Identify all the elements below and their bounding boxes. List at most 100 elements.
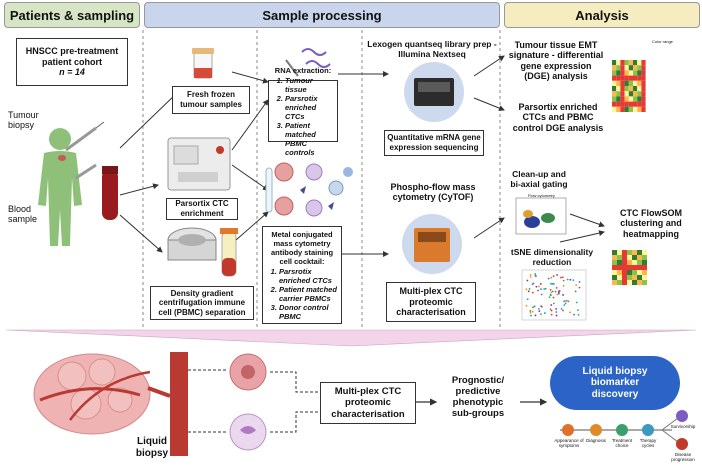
heatmap-cell xyxy=(622,260,627,265)
heatmap-cell xyxy=(617,255,622,260)
tsne-dot xyxy=(555,311,558,313)
cohort-line1: HNSCC pre-treatment xyxy=(25,45,119,56)
heatmap-cell xyxy=(633,101,638,107)
tsne-dot xyxy=(550,304,553,306)
heatmap-cell xyxy=(642,260,647,265)
heatmap-cell xyxy=(620,75,625,81)
heatmap-cell xyxy=(637,70,642,76)
heatmap-cell xyxy=(624,75,629,81)
tsne-dot xyxy=(550,282,552,285)
tsne-dot xyxy=(550,309,553,312)
heatmap-cell xyxy=(612,280,617,285)
heatmap-cell xyxy=(627,255,632,260)
heatmap-cell xyxy=(641,65,646,71)
heatmap-cell xyxy=(637,275,642,280)
tsne-dot xyxy=(555,307,557,310)
tsne-dot xyxy=(562,279,565,282)
tsne-dot xyxy=(556,274,558,276)
heatmap-cell xyxy=(637,80,642,86)
rna-item-2: Parsrotix enriched CTCs xyxy=(285,94,335,121)
tsne-dot xyxy=(551,290,554,293)
heatmap-cell xyxy=(622,255,627,260)
tsne-dot xyxy=(537,307,540,310)
tsne-dot xyxy=(552,296,555,299)
timeline-step-4: Therapy cycles xyxy=(639,438,657,449)
heatmap-cell xyxy=(632,275,637,280)
tsne-dot xyxy=(539,283,542,285)
tsne-dot xyxy=(526,279,529,282)
heatmap-cell xyxy=(620,60,625,66)
cohort-line2: patient cohort xyxy=(42,56,102,67)
heatmap-legend-label: Color range xyxy=(652,39,673,44)
tsne-dot xyxy=(577,313,580,316)
tsne-dot xyxy=(574,290,577,293)
heatmap-cell xyxy=(620,91,625,97)
tsne-dot xyxy=(549,288,552,291)
heatmap-cell xyxy=(632,260,637,265)
heatmap-cell xyxy=(628,80,633,86)
tsne-dot xyxy=(548,296,551,299)
tsne-dot xyxy=(532,282,535,285)
rna-extraction-title: RNA extraction: xyxy=(274,65,332,75)
heatmap-cell xyxy=(620,96,625,102)
heatmap-cell xyxy=(622,280,627,285)
heatmap-cell xyxy=(616,96,621,102)
tsne-dot xyxy=(544,287,547,290)
heatmap-cell xyxy=(637,91,642,97)
pbmc-tube-icon xyxy=(220,228,238,277)
blood-tube-icon xyxy=(102,166,118,220)
tsne-dot xyxy=(540,293,543,296)
heatmap-cell xyxy=(641,96,646,102)
tsne-dot xyxy=(555,314,558,317)
heatmap-cell xyxy=(612,91,617,97)
heatmap-cell xyxy=(642,250,647,255)
immune-cell-icon xyxy=(229,413,267,451)
heatmap-cell xyxy=(637,106,642,112)
blood-vessel-icon xyxy=(147,352,188,456)
tsne-dot xyxy=(537,289,539,292)
heatmap-cell xyxy=(616,75,621,81)
heatmap-cell xyxy=(641,75,646,81)
cohort-box: HNSCC pre-treatment patient cohort n = 1… xyxy=(16,38,128,86)
fresh-frozen-tube-icon xyxy=(192,48,214,79)
heatmap-cell xyxy=(632,250,637,255)
heatmap-cell xyxy=(632,255,637,260)
heatmap-cell xyxy=(633,106,638,112)
heatmap-cell xyxy=(633,96,638,102)
rna-item-1: Tumour tissue xyxy=(285,76,335,94)
heatmap-cell xyxy=(633,60,638,66)
heatmap-cell xyxy=(620,65,625,71)
heatmap-cell xyxy=(633,80,638,86)
heatmap-cell xyxy=(628,75,633,81)
heatmap-cell xyxy=(641,101,646,107)
heatmap-cell xyxy=(612,275,617,280)
tsne-dot xyxy=(534,273,537,275)
heatmap-cell xyxy=(637,96,642,102)
tsne-dot xyxy=(550,291,553,294)
heatmap-cell xyxy=(637,75,642,81)
metal-staining-box: Metal conjugated mass cytometry antibody… xyxy=(262,226,342,324)
heatmap-cell xyxy=(641,91,646,97)
heatmap-cell xyxy=(616,106,621,112)
heatmap-cell xyxy=(612,80,617,86)
tsne-dot xyxy=(557,292,560,295)
tsne-dot xyxy=(553,282,555,285)
heatmap-cell xyxy=(612,270,617,275)
heatmap-cell xyxy=(616,60,621,66)
timeline-step-1: Appearance of symptoms xyxy=(554,438,584,449)
heatmap-cell xyxy=(620,80,625,86)
tsne-dot xyxy=(547,277,550,280)
tsne-dot xyxy=(529,275,532,278)
heatmap-cell xyxy=(624,101,629,107)
tsne-dot xyxy=(562,294,564,296)
tsne-dot xyxy=(563,304,566,306)
heatmap-cell xyxy=(617,265,622,270)
tsne-dot xyxy=(543,288,546,290)
header-patients-sampling: Patients & sampling xyxy=(4,2,140,28)
